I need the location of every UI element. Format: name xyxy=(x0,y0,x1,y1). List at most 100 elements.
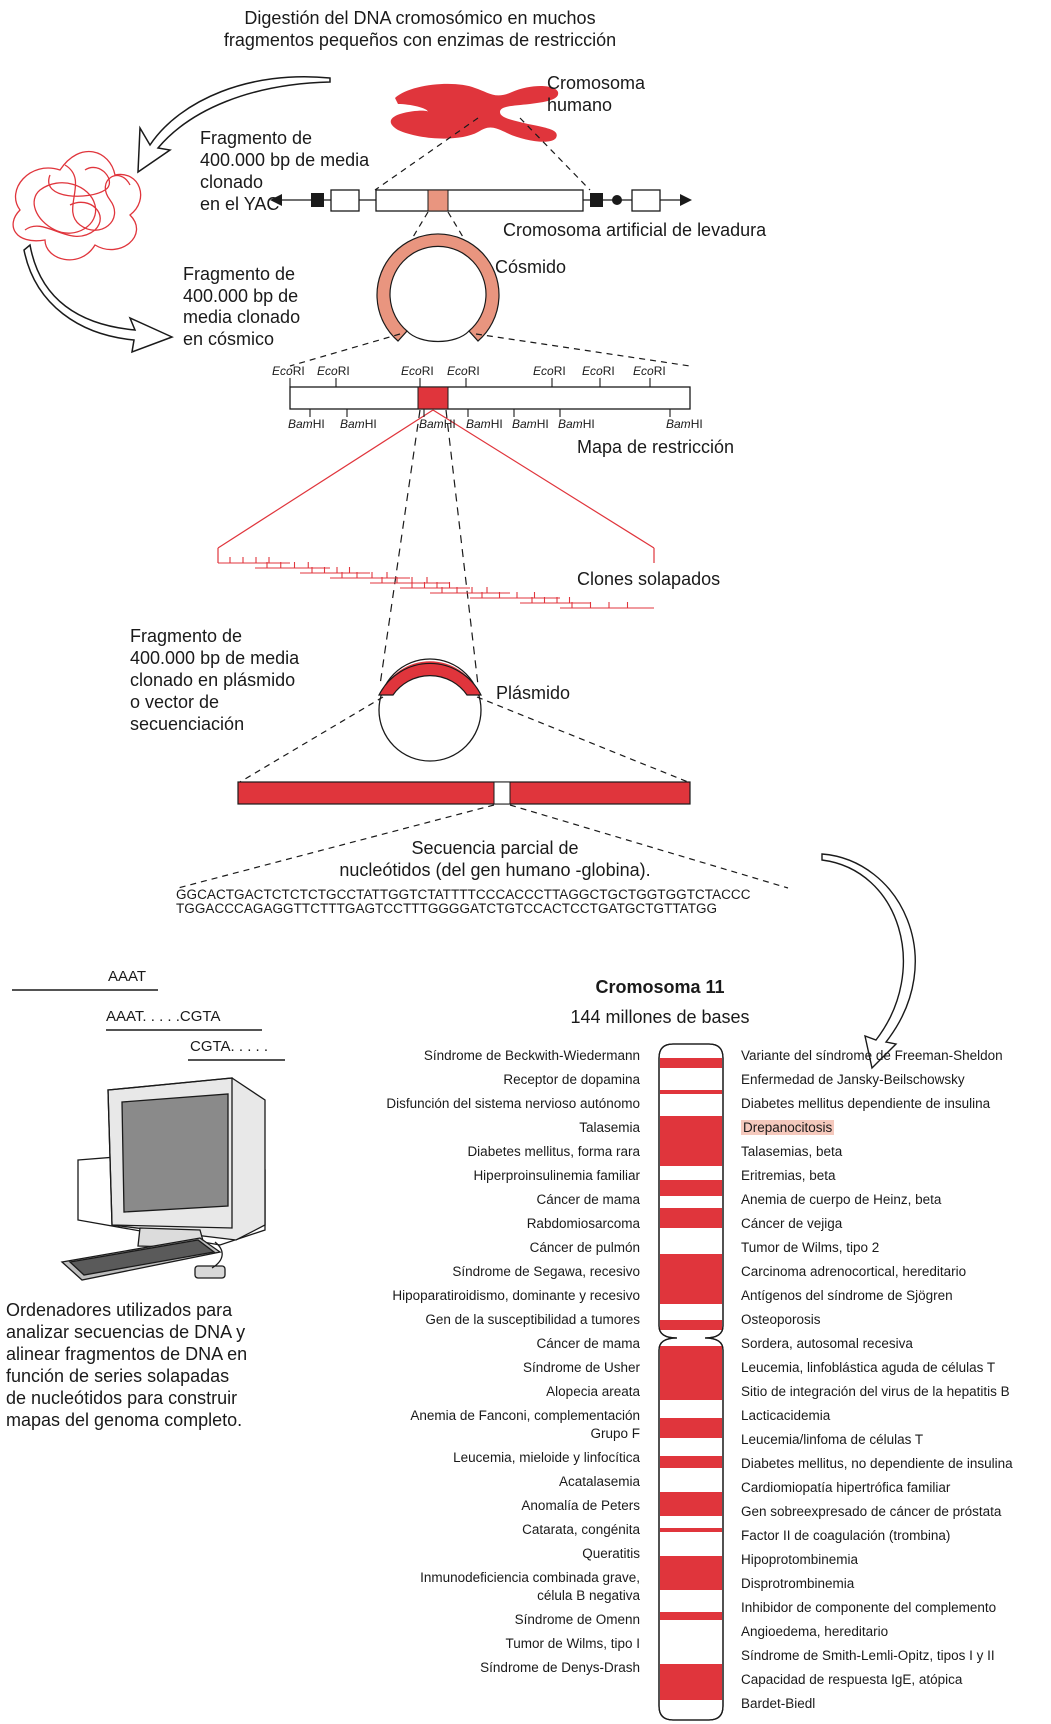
chromosome-band xyxy=(660,1664,722,1700)
computer-caption-line-4: función de series solapadas xyxy=(6,1365,230,1386)
alignment-line-2: AAAT. . . . .CGTA xyxy=(106,1008,221,1025)
left-disease-item: Tumor de Wilms, tipo I xyxy=(505,1636,640,1651)
bamhi-site-5: BamHI xyxy=(512,417,549,431)
digestion-title: Digestión del DNA cromosómico en muchos … xyxy=(180,8,660,51)
bamhi-site-6: BamHI xyxy=(558,417,595,431)
bamhi-site-4-ital: Bam xyxy=(466,417,491,431)
right-disease-item: Bardet-Biedl xyxy=(741,1696,816,1711)
right-disease-item: Sordera, autosomal recesiva xyxy=(741,1336,913,1351)
sequence-caption-line-2: nucleótidos (del gen humano -globina). xyxy=(339,859,651,880)
computer-graphic xyxy=(60,1077,266,1281)
left-disease-item: Cáncer de pulmón xyxy=(529,1240,640,1255)
right-disease-item: Drepanocitosis xyxy=(741,1120,835,1136)
bamhi-site-6-rest: HI xyxy=(582,417,595,431)
computer-caption-line-1: Ordenadores utilizados para xyxy=(6,1300,233,1320)
left-disease-item: Rabdomiosarcoma xyxy=(526,1216,640,1231)
alignment-line-3: CGTA. . . . . xyxy=(190,1038,269,1055)
ecori-site-1-rest: RI xyxy=(292,364,305,378)
ecori-site-3-ital: Eco xyxy=(401,364,422,378)
plasmid-fragment-label: Fragmento de 400.000 bp de media clonado… xyxy=(130,626,299,736)
ecori-site-4: EcoRI xyxy=(447,364,480,378)
ecori-site-1-ital: Eco xyxy=(272,364,293,378)
left-disease-item: Hipoparatiroidismo, dominante y recesivo xyxy=(392,1288,640,1303)
chromosome-band xyxy=(660,1320,722,1330)
right-disease-item: Osteoporosis xyxy=(741,1312,821,1327)
right-disease-item: Disprotrombinemia xyxy=(741,1576,855,1591)
right-disease-item: Leucemia, linfoblástica aguda de células… xyxy=(741,1360,996,1375)
ecori-site-7-rest: RI xyxy=(653,364,666,378)
cosmid-fragment-line-4: en cósmico xyxy=(183,328,275,349)
left-disease-item: Disfunción del sistema nervioso autónomo xyxy=(386,1096,640,1111)
left-disease-item: Síndrome de Beckwith-Wiedermann xyxy=(423,1048,640,1063)
yac-construct xyxy=(270,189,692,212)
left-disease-item: Grupo F xyxy=(590,1426,640,1441)
cosmid-fragment-line-2: 400.000 bp de xyxy=(183,285,299,306)
right-disease-item: Diabetes mellitus dependiente de insulin… xyxy=(741,1096,991,1111)
bamhi-site-2-rest: HI xyxy=(364,417,377,431)
bamhi-site-7-rest: HI xyxy=(690,417,703,431)
chromosome-band xyxy=(660,1116,722,1166)
bamhi-site-1-ital: Bam xyxy=(288,417,313,431)
right-disease-item: Inhibidor de componente del complemento xyxy=(741,1600,997,1615)
curved-arrow-top xyxy=(137,76,331,174)
bamhi-site-5-ital: Bam xyxy=(512,417,537,431)
left-disease-item: Talasemia xyxy=(579,1120,640,1135)
ecori-site-6: EcoRI xyxy=(582,364,615,378)
left-disease-item: Receptor de dopamina xyxy=(503,1072,640,1087)
right-disease-item: Diabetes mellitus, no dependiente de ins… xyxy=(741,1456,1013,1471)
digestion-title-line-1: Digestión del DNA cromosómico en muchos xyxy=(244,8,596,28)
chromosome-band xyxy=(660,1528,722,1532)
cosmid-label: Cósmido xyxy=(495,257,567,277)
human-chromosome-graphic xyxy=(390,83,559,142)
left-disease-item: Acatalasemia xyxy=(558,1474,640,1489)
restriction-map-label: Mapa de restricción xyxy=(577,437,735,457)
nucleotide-sequence: GGCACTGACTCTCTCTGCCTATTGGTCTATTTTCCCACCC… xyxy=(176,887,751,917)
sequence-caption: Secuencia parcial de nucleótidos (del ge… xyxy=(330,838,660,881)
tangled-dna-graphic xyxy=(12,150,142,261)
right-disease-item: Capacidad de respuesta IgE, atópica xyxy=(741,1672,963,1687)
cosmid-fragment-line-1: Fragmento de xyxy=(183,264,296,284)
ecori-site-1: EcoRI xyxy=(272,364,305,378)
left-disease-item: Síndrome de Segawa, recesivo xyxy=(452,1264,640,1279)
chromosome-band xyxy=(660,1180,722,1196)
bamhi-site-3: BamHI xyxy=(419,417,456,431)
left-disease-item: Síndrome de Usher xyxy=(522,1360,640,1375)
ecori-site-3-rest: RI xyxy=(421,364,434,378)
left-disease-item: Síndrome de Denys-Drash xyxy=(480,1660,640,1675)
bamhi-site-6-ital: Bam xyxy=(558,417,583,431)
chromosome-band xyxy=(660,1090,722,1094)
chromosome-11-subtitle: 144 millones de bases xyxy=(570,1007,750,1027)
chromosome-band xyxy=(660,1418,722,1438)
right-disease-item: Anemia de cuerpo de Heinz, beta xyxy=(741,1192,942,1207)
yac-fragment-label: Fragmento de 400.000 bp de media clonado… xyxy=(200,128,369,216)
computer-caption: Ordenadores utilizados para analizar sec… xyxy=(6,1300,247,1432)
ecori-site-4-ital: Eco xyxy=(447,364,468,378)
computer-caption-line-6: mapas del genoma completo. xyxy=(6,1409,243,1430)
chromosome-band xyxy=(660,1456,722,1468)
left-disease-item: Síndrome de Omenn xyxy=(514,1612,640,1627)
plasmid-fragment-line-2: 400.000 bp de media xyxy=(130,647,300,668)
restriction-map-bar xyxy=(289,386,691,410)
left-disease-item: célula B negativa xyxy=(537,1588,640,1603)
ecori-site-5-ital: Eco xyxy=(533,364,554,378)
chromosome-label-line-1: Cromosoma xyxy=(547,73,646,93)
plasmid-fragment-line-4: o vector de xyxy=(130,691,220,712)
cosmid-fragment-label: Fragmento de 400.000 bp de media clonado… xyxy=(183,264,300,350)
chromosome-11-title: Cromosoma 11 xyxy=(595,977,725,997)
chromosome-band xyxy=(660,1208,722,1228)
chromosome-band xyxy=(660,1350,722,1400)
chromosome-band xyxy=(660,1058,722,1068)
bamhi-site-3-ital: Bam xyxy=(419,417,444,431)
right-disease-item: Cardiomiopatía hipertrófica familiar xyxy=(741,1480,951,1495)
computer-caption-line-5: de nucleótidos para construir xyxy=(6,1387,238,1408)
right-disease-item: Síndrome de Smith-Lemli-Opitz, tipos I y… xyxy=(741,1648,995,1663)
curved-arrow-right xyxy=(821,853,916,1070)
left-disease-item: Gen de la susceptibilidad a tumores xyxy=(425,1312,640,1327)
ecori-site-4-rest: RI xyxy=(467,364,480,378)
right-disease-item: Lacticacidemia xyxy=(741,1408,831,1423)
right-disease-item: Variante del síndrome de Freeman-Sheldon xyxy=(741,1048,1003,1063)
sequence-line-2: TGGACCCAGAGGTTCTTTGAGTCCTTTGGGGATCTGTCCA… xyxy=(176,901,718,917)
right-disease-item: Antígenos del síndrome de Sjögren xyxy=(741,1288,953,1303)
right-disease-item: Enfermedad de Jansky-Beilschowsky xyxy=(741,1072,965,1087)
ecori-site-5-rest: RI xyxy=(553,364,566,378)
